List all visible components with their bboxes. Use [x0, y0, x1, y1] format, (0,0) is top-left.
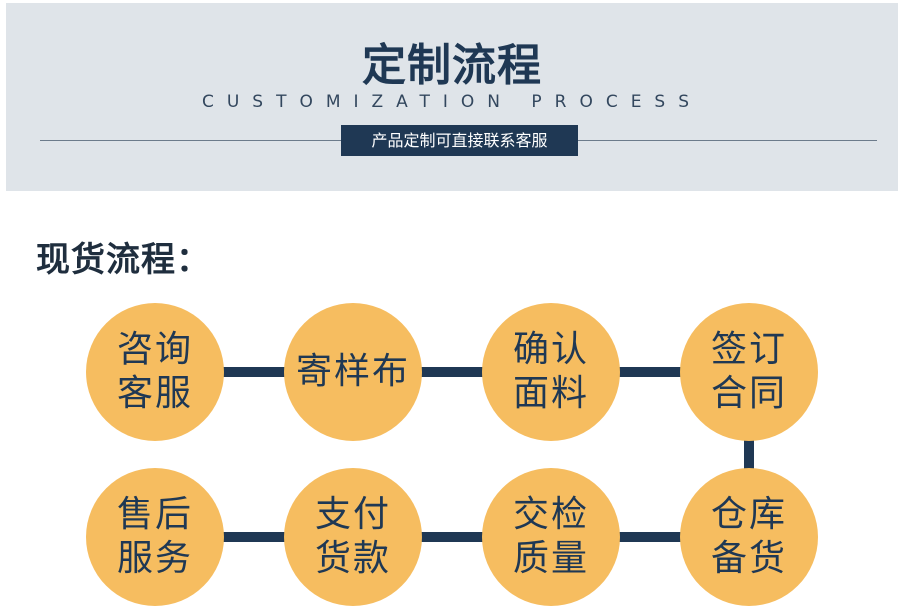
step-line1: 支付: [314, 494, 391, 535]
step-send-sample: 寄样布: [284, 303, 422, 441]
connector-line: [420, 532, 486, 542]
step-line2: 面料: [512, 373, 589, 414]
step-line2: 服务: [116, 538, 193, 579]
step-line2: 客服: [116, 373, 193, 414]
connector-line: [618, 367, 684, 377]
step-line1: 仓库: [710, 494, 787, 535]
step-line1: 确认: [512, 329, 589, 370]
section-title: 现货流程：: [36, 240, 211, 280]
step-line1: 交检: [512, 494, 589, 535]
step-line1: 售后: [116, 494, 193, 535]
connector-line: [744, 439, 754, 470]
connector-line: [618, 532, 684, 542]
connector-line: [222, 532, 288, 542]
step-line1: 签订: [710, 329, 787, 370]
step-line2: 质量: [512, 538, 589, 579]
step-confirm-fabric: 确认 面料: [482, 303, 620, 441]
step-line2: 备货: [710, 538, 787, 579]
header-banner: 定制流程 CUSTOMIZATION PROCESS 产品定制可直接联系客服: [6, 3, 898, 191]
step-after-sales: 售后 服务: [86, 468, 224, 606]
connector-line: [420, 367, 486, 377]
step-payment: 支付 货款: [284, 468, 422, 606]
step-sign-contract: 签订 合同: [680, 303, 818, 441]
step-quality-check: 交检 质量: [482, 468, 620, 606]
page-subtitle: CUSTOMIZATION PROCESS: [201, 92, 703, 112]
step-line1: 咨询: [116, 329, 193, 370]
step-consult-service: 咨询 客服: [86, 303, 224, 441]
contact-banner: 产品定制可直接联系客服: [341, 125, 578, 156]
page-title: 定制流程: [362, 40, 542, 91]
step-warehouse-stock: 仓库 备货: [680, 468, 818, 606]
step-line1: 寄样布: [295, 351, 410, 392]
connector-line: [222, 367, 288, 377]
step-line2: 合同: [710, 373, 787, 414]
step-line2: 货款: [314, 538, 391, 579]
